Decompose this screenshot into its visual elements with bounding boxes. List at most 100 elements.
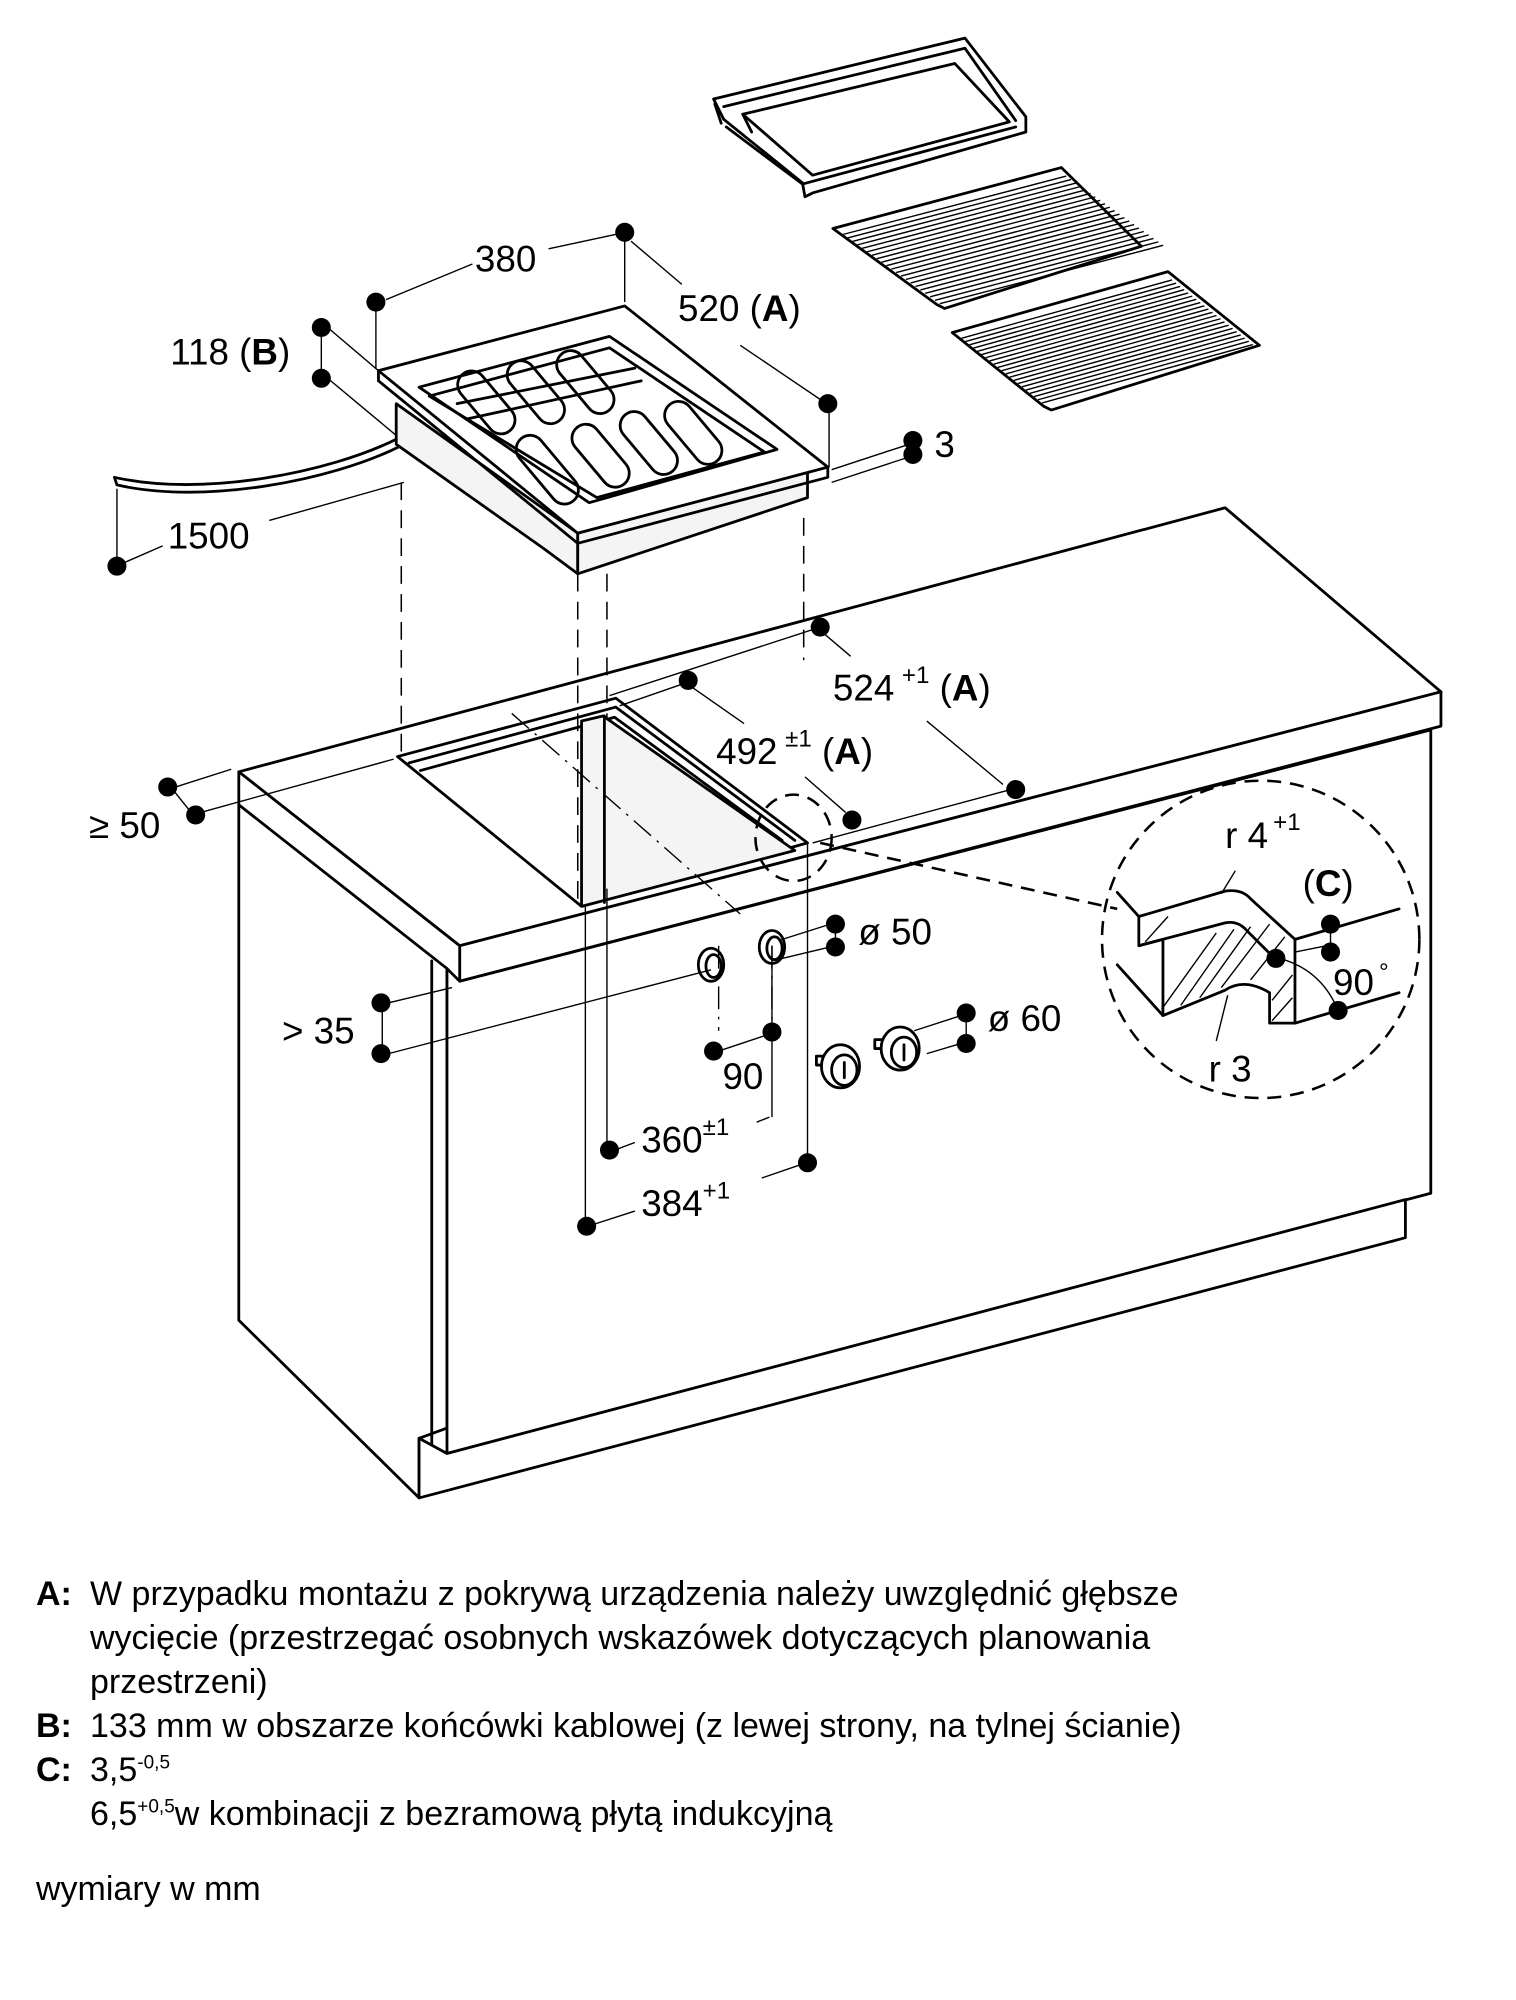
dimension-dot xyxy=(797,1153,818,1173)
cable-hole-1 xyxy=(696,946,726,983)
grill-rib xyxy=(905,220,1130,281)
label-plug-d60: ø 60 xyxy=(988,998,1062,1039)
grill-rib xyxy=(965,282,1177,343)
label-spacing-90: 90 xyxy=(722,1056,763,1097)
label-cutout-492: 492±1 (A) xyxy=(716,725,873,772)
grill-rib xyxy=(842,175,1067,236)
label-cable-1500: 1500 xyxy=(168,515,250,556)
dimension-dot xyxy=(615,222,635,242)
dimension-dot xyxy=(818,394,838,414)
dimension-dot xyxy=(842,810,862,830)
label-width-384: 384+1 xyxy=(641,1177,730,1224)
dimension-dot xyxy=(311,368,331,388)
grill-rib xyxy=(1033,337,1245,398)
grease-tray xyxy=(712,36,1028,199)
label-front-gap: ≥ 50 xyxy=(89,805,160,846)
dimension-dot xyxy=(810,617,830,637)
label-cutout-524: 524+1 (A) xyxy=(833,662,991,709)
grill-rib xyxy=(1001,311,1213,372)
grill-rib xyxy=(961,279,1173,340)
note-a-line-2: wycięcie (przestrzegać osobnych wskazówe… xyxy=(90,1619,1151,1657)
label-radius-top: r 4+1 xyxy=(1225,809,1301,856)
dimension-dot xyxy=(903,444,923,464)
hatch-line xyxy=(1161,932,1217,1010)
note-c-line-2: 6,5+0,5w kombinacji z bezramową płytą in… xyxy=(90,1795,833,1833)
note-a-line-3: przestrzeni) xyxy=(90,1663,268,1701)
dimension-dot xyxy=(1006,780,1026,800)
grill-rib xyxy=(876,199,1101,260)
dimension-dot xyxy=(366,292,386,312)
label-hole-d50: ø 50 xyxy=(858,911,932,952)
note-a-key: A: xyxy=(36,1575,72,1613)
label-width-360: 360±1 xyxy=(641,1114,729,1161)
dimension-dot xyxy=(311,317,331,338)
dimension-dot xyxy=(956,1033,976,1053)
installation-drawing: 380 520 (A) 118 (B) 3 1500 524+1 (A) 492… xyxy=(89,36,1443,1500)
grill-rib xyxy=(886,206,1111,267)
dimension-dot xyxy=(762,1022,782,1042)
dimension-dots xyxy=(107,222,1348,1236)
grill-rib xyxy=(993,305,1205,365)
note-c: C: 3,5-0,5 6,5+0,5w kombinacji z bezramo… xyxy=(36,1748,1496,1836)
note-c-key: C: xyxy=(36,1751,72,1789)
grill-plate-ribbed xyxy=(831,166,1164,310)
grill-rib xyxy=(895,213,1120,274)
worktop-cutout xyxy=(396,696,809,908)
control-knob-1 xyxy=(814,1043,861,1090)
label-radius-bottom: r 3 xyxy=(1209,1049,1252,1090)
grill-rib xyxy=(871,196,1096,256)
hatch-line xyxy=(1220,923,1271,989)
note-a: A: W przypadku montażu z pokrywą urządze… xyxy=(36,1572,1496,1704)
dimension-dot xyxy=(678,670,698,690)
dimension-dot xyxy=(903,430,923,451)
grill-rib xyxy=(1025,330,1237,391)
cable-hole-2 xyxy=(757,929,787,965)
control-knob-2 xyxy=(873,1025,921,1072)
grill-rib xyxy=(1037,340,1249,401)
grill-rib xyxy=(857,185,1081,246)
dimension-labels: 380 520 (A) 118 (B) 3 1500 524+1 (A) 492… xyxy=(89,239,1389,1224)
dimension-dot xyxy=(577,1216,597,1236)
dimension-dot xyxy=(825,937,845,957)
detail-marker-circle xyxy=(754,793,833,883)
units-note: wymiary w mm xyxy=(36,1870,261,1908)
grill-rib xyxy=(934,241,1159,301)
power-cable xyxy=(113,437,401,494)
dimension-dot xyxy=(371,993,391,1013)
grill-rib xyxy=(1041,343,1254,404)
dimension-dot xyxy=(599,1140,619,1160)
hatch-line xyxy=(1144,916,1169,943)
grill-rib xyxy=(862,189,1086,250)
hatch-line xyxy=(1271,997,1293,1022)
label-depth-520: 520 (A) xyxy=(678,288,801,329)
dimension-dot xyxy=(107,556,127,576)
hatch-line xyxy=(1180,928,1235,1006)
grill-plate-flat xyxy=(950,270,1261,412)
grill-rib xyxy=(969,285,1181,346)
dimension-dot xyxy=(1320,942,1341,962)
dimension-dot xyxy=(158,777,178,797)
grill-rib xyxy=(1021,327,1233,388)
note-c-line-1: 3,5-0,5 xyxy=(90,1751,171,1789)
grill-rib xyxy=(973,288,1185,349)
grill-rib xyxy=(910,223,1135,284)
grill-rib xyxy=(866,192,1091,253)
note-b-key: B: xyxy=(36,1707,72,1745)
hatch-line xyxy=(1271,974,1293,1001)
grill-rib xyxy=(989,301,1201,362)
note-a-line-1: W przypadku montażu z pokrywą urządzenia… xyxy=(90,1575,1179,1613)
dimension-dot xyxy=(371,1044,391,1064)
grill-rib xyxy=(925,234,1149,295)
dimension-dot xyxy=(1320,914,1341,934)
dimension-lines xyxy=(116,232,1118,1226)
grill-rib xyxy=(881,203,1106,263)
label-worktop-thickness: > 35 xyxy=(282,1010,355,1051)
dimension-dot xyxy=(704,1041,724,1061)
label-rim-3: 3 xyxy=(934,424,954,465)
grill-rib xyxy=(891,210,1115,270)
dimension-dot xyxy=(1328,1000,1348,1020)
note-b-line-1: 133 mm w obszarze końcówki kablowej (z l… xyxy=(90,1707,1182,1745)
note-b: B: 133 mm w obszarze końcówki kablowej (… xyxy=(36,1704,1496,1748)
dimension-dot xyxy=(825,914,845,934)
dimension-dot xyxy=(186,805,206,825)
